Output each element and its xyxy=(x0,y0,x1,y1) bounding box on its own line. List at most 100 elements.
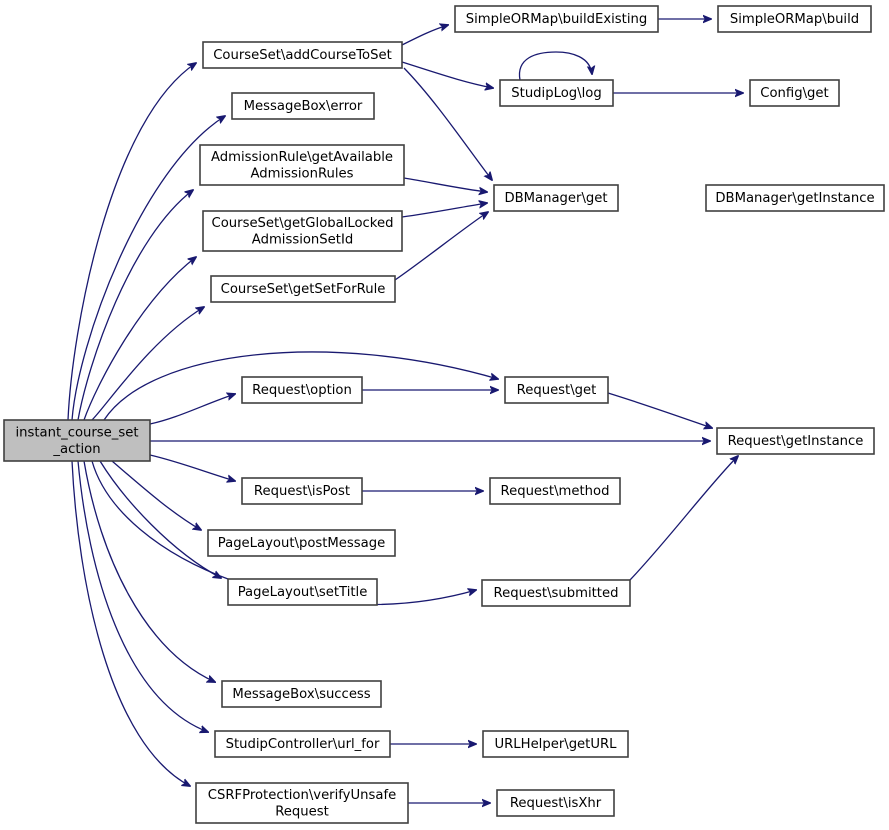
edge-courseset_addcoursetoset-to-studiplog_log xyxy=(401,61,493,88)
node-box-pagelayout_postmessage[interactable] xyxy=(207,529,396,557)
node-box-request_ispost[interactable] xyxy=(241,477,363,505)
node-box-config_get[interactable] xyxy=(749,79,840,107)
node-label-pagelayout_postmessage: PageLayout\postMessage xyxy=(218,536,385,551)
node-box-request_isxhr[interactable] xyxy=(496,789,615,817)
node-label-messagebox_success: MessageBox\success xyxy=(232,687,370,702)
node-label-request_ispost: Request\isPost xyxy=(254,484,350,499)
edge-instant_course_set_action-to-request_option xyxy=(149,394,235,425)
node-box-dbmanager_get[interactable] xyxy=(493,184,619,212)
node-request_ispost[interactable]: Request\isPost xyxy=(241,477,363,505)
node-label-studiplog_log: StudipLog\log xyxy=(511,86,601,101)
edge-instant_course_set_action-to-courseset_addcoursetoset xyxy=(67,63,196,421)
node-box-pagelayout_settitle[interactable] xyxy=(227,578,378,606)
node-box-simpleormap_buildexisting[interactable] xyxy=(454,5,659,33)
node-label-courseset_getgloballockedadmissionsetid: CourseSet\getGlobalLocked xyxy=(212,216,394,231)
node-label-courseset_getgloballockedadmissionsetid: AdmissionSetId xyxy=(252,232,353,247)
node-label-simpleormap_build: SimpleORMap\build xyxy=(730,12,859,27)
node-label-instant_course_set_action: _action xyxy=(52,442,100,457)
node-request_submitted[interactable]: Request\submitted xyxy=(481,579,631,607)
node-instant_course_set_action[interactable]: instant_course_set _action xyxy=(3,419,151,462)
node-label-csrfprotection_verifyunsaferequest: Request xyxy=(275,804,329,819)
edge-request_submitted-to-request_getinstance xyxy=(629,456,738,581)
node-studiplog_log[interactable]: StudipLog\log xyxy=(499,79,614,107)
node-label-instant_course_set_action: instant_course_set xyxy=(15,425,138,440)
node-courseset_addcoursetoset[interactable]: CourseSet\addCourseToSet xyxy=(202,41,403,69)
edge-admissionrule_getavailableadmissionrules-to-dbmanager_get xyxy=(403,177,487,192)
node-box-request_getinstance[interactable] xyxy=(716,427,875,455)
node-box-messagebox_success[interactable] xyxy=(221,680,382,708)
node-box-instant_course_set_action[interactable] xyxy=(3,419,151,462)
node-box-messagebox_error[interactable] xyxy=(231,92,375,120)
node-request_method[interactable]: Request\method xyxy=(489,477,621,505)
edge-instant_course_set_action-to-pagelayout_settitle xyxy=(99,460,221,578)
node-label-urlhelper_geturl: URLHelper\getURL xyxy=(494,737,617,752)
node-layer: instant_course_set _action CourseSet\addCo… xyxy=(3,5,885,824)
node-box-studipcontroller_url_for[interactable] xyxy=(214,730,391,758)
node-box-courseset_getgloballockedadmissionsetid[interactable] xyxy=(202,210,403,252)
edge-layer xyxy=(67,19,743,803)
node-urlhelper_geturl[interactable]: URLHelper\getURL xyxy=(482,730,629,758)
node-label-request_option: Request\option xyxy=(252,383,352,398)
edge-instant_course_set_action-to-request_ispost xyxy=(149,454,235,481)
node-box-courseset_addcoursetoset[interactable] xyxy=(202,41,403,69)
node-request_option[interactable]: Request\option xyxy=(241,376,363,404)
edge-instant_course_set_action-to-courseset_getgloballockedadmissionsetid xyxy=(83,257,196,421)
node-courseset_getsetforrule[interactable]: CourseSet\getSetForRule xyxy=(210,275,396,303)
node-box-courseset_getsetforrule[interactable] xyxy=(210,275,396,303)
edge-courseset_getgloballockedadmissionsetid-to-dbmanager_get xyxy=(401,203,487,218)
node-messagebox_success[interactable]: MessageBox\success xyxy=(221,680,382,708)
edge-instant_course_set_action-to-studipcontroller_url_for xyxy=(77,460,208,732)
node-box-dbmanager_getinstance[interactable] xyxy=(705,184,885,212)
node-box-request_method[interactable] xyxy=(489,477,621,505)
node-label-simpleormap_buildexisting: SimpleORMap\buildExisting xyxy=(466,12,648,27)
node-box-request_get[interactable] xyxy=(504,376,609,404)
node-pagelayout_postmessage[interactable]: PageLayout\postMessage xyxy=(207,529,396,557)
node-box-csrfprotection_verifyunsaferequest[interactable] xyxy=(195,782,409,824)
node-label-studipcontroller_url_for: StudipController\url_for xyxy=(226,737,380,752)
edge-instant_course_set_action-to-messagebox_success xyxy=(83,460,215,682)
node-request_get[interactable]: Request\get xyxy=(504,376,609,404)
node-dbmanager_get[interactable]: DBManager\get xyxy=(493,184,619,212)
edge-instant_course_set_action-to-admissionrule_getavailableadmissionrules xyxy=(77,190,193,421)
node-label-messagebox_error: MessageBox\error xyxy=(244,99,363,114)
node-studipcontroller_url_for[interactable]: StudipController\url_for xyxy=(214,730,391,758)
node-simpleormap_build[interactable]: SimpleORMap\build xyxy=(717,5,872,33)
edge-courseset_addcoursetoset-to-dbmanager_get xyxy=(403,67,492,180)
node-label-request_isxhr: Request\isXhr xyxy=(510,796,602,811)
edge-studiplog_log-to-studiplog_log xyxy=(518,51,592,81)
node-label-csrfprotection_verifyunsaferequest: CSRFProtection\verifyUnsafe xyxy=(208,788,396,803)
node-config_get[interactable]: Config\get xyxy=(749,79,840,107)
node-label-courseset_addcoursetoset: CourseSet\addCourseToSet xyxy=(213,48,392,63)
edge-courseset_getsetforrule-to-dbmanager_get xyxy=(394,212,488,281)
edge-instant_course_set_action-to-request_get xyxy=(103,351,498,421)
node-request_getinstance[interactable]: Request\getInstance xyxy=(716,427,875,455)
node-messagebox_error[interactable]: MessageBox\error xyxy=(231,92,375,120)
node-label-request_get: Request\get xyxy=(517,383,597,398)
node-label-config_get: Config\get xyxy=(760,86,828,101)
node-request_isxhr[interactable]: Request\isXhr xyxy=(496,789,615,817)
edge-courseset_addcoursetoset-to-simpleormap_buildexisting xyxy=(401,25,448,46)
node-label-request_getinstance: Request\getInstance xyxy=(728,434,864,449)
node-box-request_option[interactable] xyxy=(241,376,363,404)
node-box-studiplog_log[interactable] xyxy=(499,79,614,107)
node-label-request_method: Request\method xyxy=(501,484,610,499)
node-label-request_submitted: Request\submitted xyxy=(494,586,619,601)
node-label-admissionrule_getavailableadmissionrules: AdmissionRules xyxy=(250,166,353,181)
node-pagelayout_settitle[interactable]: PageLayout\setTitle xyxy=(227,578,378,606)
node-box-request_submitted[interactable] xyxy=(481,579,631,607)
node-simpleormap_buildexisting[interactable]: SimpleORMap\buildExisting xyxy=(454,5,659,33)
edge-instant_course_set_action-to-messagebox_error xyxy=(71,116,225,421)
node-label-courseset_getsetforrule: CourseSet\getSetForRule xyxy=(221,282,386,297)
node-box-admissionrule_getavailableadmissionrules[interactable] xyxy=(199,144,405,186)
node-label-pagelayout_settitle: PageLayout\setTitle xyxy=(238,585,368,600)
node-box-simpleormap_build[interactable] xyxy=(717,5,872,33)
node-label-admissionrule_getavailableadmissionrules: AdmissionRule\getAvailable xyxy=(211,150,393,165)
edge-instant_course_set_action-to-pagelayout_postmessage xyxy=(111,460,201,530)
node-box-urlhelper_geturl[interactable] xyxy=(482,730,629,758)
node-dbmanager_getinstance[interactable]: DBManager\getInstance xyxy=(705,184,885,212)
edge-instant_course_set_action-to-csrfprotection_verifyunsaferequest xyxy=(71,460,190,786)
